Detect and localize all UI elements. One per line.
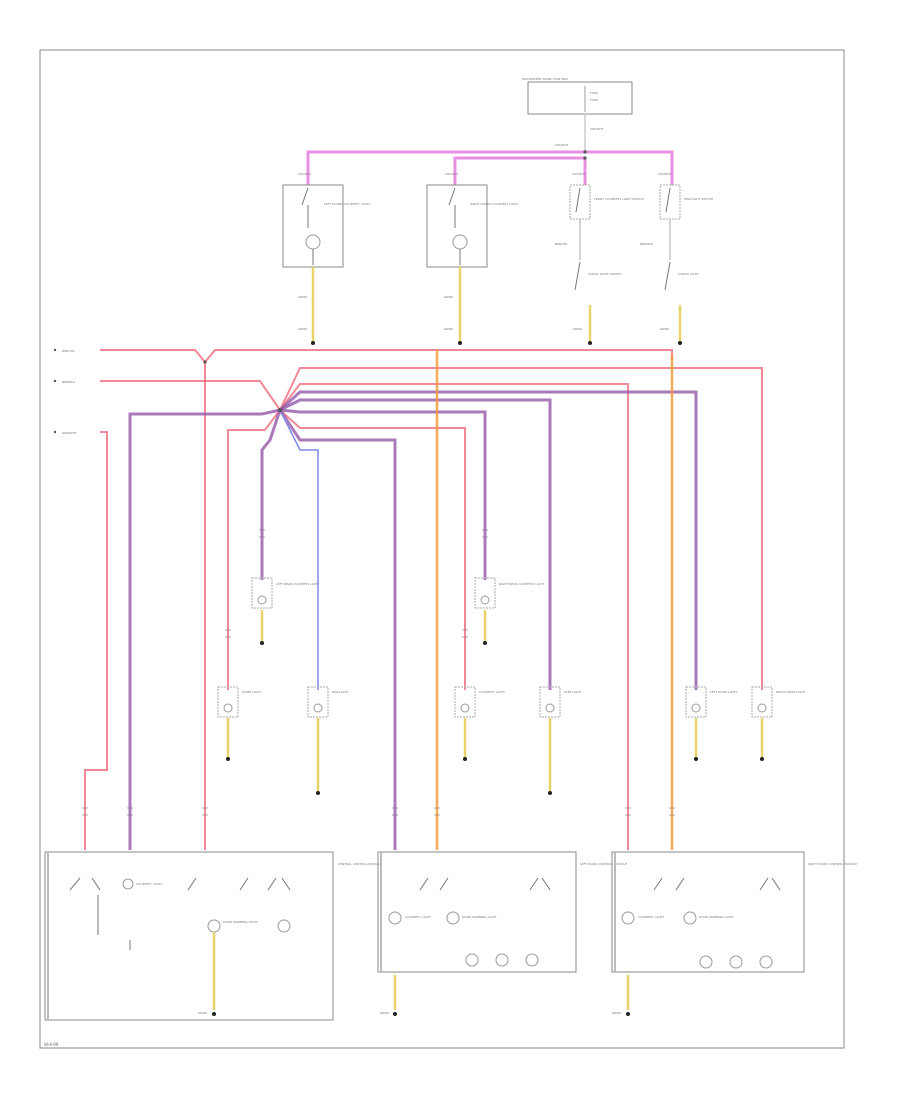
lower-lamps: DOME LIGHT MAP LIGHT COURTESY LIGHT STEP… <box>217 686 806 795</box>
g1: GRND <box>298 295 308 299</box>
module-central-label: CENTRAL CONTROL MODULE <box>338 862 381 866</box>
relay1-lamp-icon <box>305 234 321 250</box>
module-left-gnd: GRND <box>380 1011 390 1015</box>
feed1-label: BRN/YEL <box>62 349 75 353</box>
module-right-label: RIGHT DOOR CONTROL MODULE <box>808 862 857 866</box>
relay-box-1: VIO/WHT LEFT DOORS COURTESY LIGHT <box>282 172 370 268</box>
module-left-label: LEFT DOOR CONTROL MODULE <box>580 862 627 866</box>
switch6-label: CARGO LIGHT <box>678 272 699 276</box>
module-right-lamp-label: COURTESY LIGHT <box>638 915 664 919</box>
lamp-465-icon <box>460 703 470 713</box>
module-left-dial3-icon <box>525 953 539 967</box>
module-central-gnd: GRND <box>198 1011 208 1015</box>
fuse-label-2: FUSE <box>590 98 598 102</box>
lamp-550: STEP LIGHT <box>539 686 582 795</box>
switch5-label: CARGO LIGHT SWITCH <box>588 272 622 276</box>
switch4-feed: BRN/BLU <box>640 242 653 246</box>
orange-wires <box>435 350 674 850</box>
relay-ground-labels: GRND GRND GRND GRND GRND GRND <box>298 295 670 331</box>
blue-wire <box>279 409 319 690</box>
fuse-wire-label: VIO/WHT <box>590 127 604 131</box>
module-central-lamp3-icon <box>277 919 291 933</box>
lamp-762-label: RIGHT DOOR LIGHT <box>776 690 806 694</box>
relay2-lamp-icon <box>452 234 468 250</box>
diagram-frame <box>39 49 845 1049</box>
magenta-bus <box>306 150 674 185</box>
g5: GRND <box>573 327 583 331</box>
switch4-label: MAP LIGHT SWITCH <box>684 197 713 201</box>
module-central: CENTRAL CONTROL MODULE COURTESY LIGHT DO… <box>44 851 381 1021</box>
lamp-465-label: COURTESY LIGHT <box>479 690 505 694</box>
lamp-318: MAP LIGHT <box>307 686 349 795</box>
g4: GRND <box>444 327 454 331</box>
module-left-dial1-icon <box>465 953 479 967</box>
relay1-label: LEFT DOORS COURTESY LIGHT <box>324 202 370 206</box>
lamp-228: DOME LIGHT <box>217 686 261 761</box>
lamp-762-icon <box>757 703 767 713</box>
module-right-dial3-icon <box>759 955 773 969</box>
g2: GRND <box>444 295 454 299</box>
g6: GRND <box>660 327 670 331</box>
relay-ground-dots <box>311 341 682 345</box>
module-central-lamp-icon <box>122 878 134 890</box>
relay-box-2: VIO/WHT RIGHT DOORS COURTESY LIGHT <box>426 172 518 268</box>
feed2-label: BRN/BLU <box>62 380 75 384</box>
module-left-lamp-icon <box>388 911 402 925</box>
feed3-label: GRN/WHT <box>62 431 77 435</box>
diagram-id: W-4-99 <box>44 1042 59 1047</box>
lamp-550-icon <box>545 703 555 713</box>
switch3-label: FRONT COURTESY LIGHT SWITCH <box>594 197 644 201</box>
lamp-696-icon <box>691 703 701 713</box>
purple-wires <box>128 390 698 850</box>
relay2-wire: VIO/WHT <box>445 172 459 176</box>
relay1-wire: VIO/WHT <box>298 172 312 176</box>
mid-lamp-right: RIGHT REAR COURTESY LIGHT <box>474 577 544 645</box>
mid-lamp-left: LEFT REAR COURTESY LIGHT <box>251 577 319 645</box>
module-central-lamp-label: COURTESY LIGHT <box>136 882 162 886</box>
module-central-lamp2-icon <box>207 919 221 933</box>
module-left-lamp2-icon <box>446 911 460 925</box>
lamp-696: LEFT DOOR LIGHT <box>685 686 737 761</box>
lamp-696-label: LEFT DOOR LIGHT <box>710 690 737 694</box>
module-central-lamp2-label: DOOR WARNING LIGHT <box>223 920 258 924</box>
module-left: LEFT DOOR CONTROL MODULE COURTESY LIGHT … <box>377 851 627 1016</box>
lamp-228-label: DOME LIGHT <box>242 690 261 694</box>
module-right: RIGHT DOOR CONTROL MODULE COURTESY LIGHT… <box>611 851 857 1016</box>
module-right-dial1-icon <box>699 955 713 969</box>
mid-lamp-left-label: LEFT REAR COURTESY LIGHT <box>276 582 319 586</box>
module-right-lamp2-icon <box>683 911 697 925</box>
fuse-label: FUSE <box>590 91 598 95</box>
bus-wire-label: VIO/WHT <box>555 143 569 147</box>
g3: GRND <box>298 327 308 331</box>
lamp-465: COURTESY LIGHT <box>454 686 505 761</box>
module-right-lamp2-label: DOOR WARNING LIGHT <box>699 915 734 919</box>
mid-lamp-left-icon <box>257 595 267 605</box>
switch-3: VIO/WHT FRONT COURTESY LIGHT SWITCH CARG… <box>555 172 644 291</box>
switch3-wire: VIO/WHT <box>572 172 586 176</box>
relay-ground-leads <box>311 267 682 342</box>
switch3-feed: BRN/YEL <box>555 242 568 246</box>
switch4-wire: VIO/WHT <box>658 172 672 176</box>
lamp-228-icon <box>223 703 233 713</box>
mid-lamp-right-icon <box>480 595 490 605</box>
fuse-box: INSTRUMENT PANEL FUSE BOX FUSE FUSE VIO/… <box>522 77 633 150</box>
module-right-lamp-icon <box>621 911 635 925</box>
feed-labels: BRN/YEL BRN/BLU GRN/WHT <box>53 348 77 435</box>
lamp-762: RIGHT DOOR LIGHT <box>751 686 806 761</box>
module-left-dial2-icon <box>495 953 509 967</box>
switch-4: VIO/WHT MAP LIGHT SWITCH CARGO LIGHT BRN… <box>640 172 713 291</box>
module-right-dial2-icon <box>729 955 743 969</box>
fuse-box-label: INSTRUMENT PANEL FUSE BOX <box>522 77 568 81</box>
pink-wires <box>84 349 763 850</box>
lamp-318-label: MAP LIGHT <box>332 690 349 694</box>
mid-lamp-right-label: RIGHT REAR COURTESY LIGHT <box>499 582 544 586</box>
module-right-gnd: GRND <box>612 1011 622 1015</box>
connector-ticks <box>82 529 675 816</box>
lamp-550-label: STEP LIGHT <box>564 690 582 694</box>
module-left-lamp-label: COURTESY LIGHT <box>405 915 431 919</box>
relay2-label: RIGHT DOORS COURTESY LIGHT <box>470 202 518 206</box>
module-left-lamp2-label: DOOR WARNING LIGHT <box>462 915 497 919</box>
lamp-318-icon <box>313 703 323 713</box>
